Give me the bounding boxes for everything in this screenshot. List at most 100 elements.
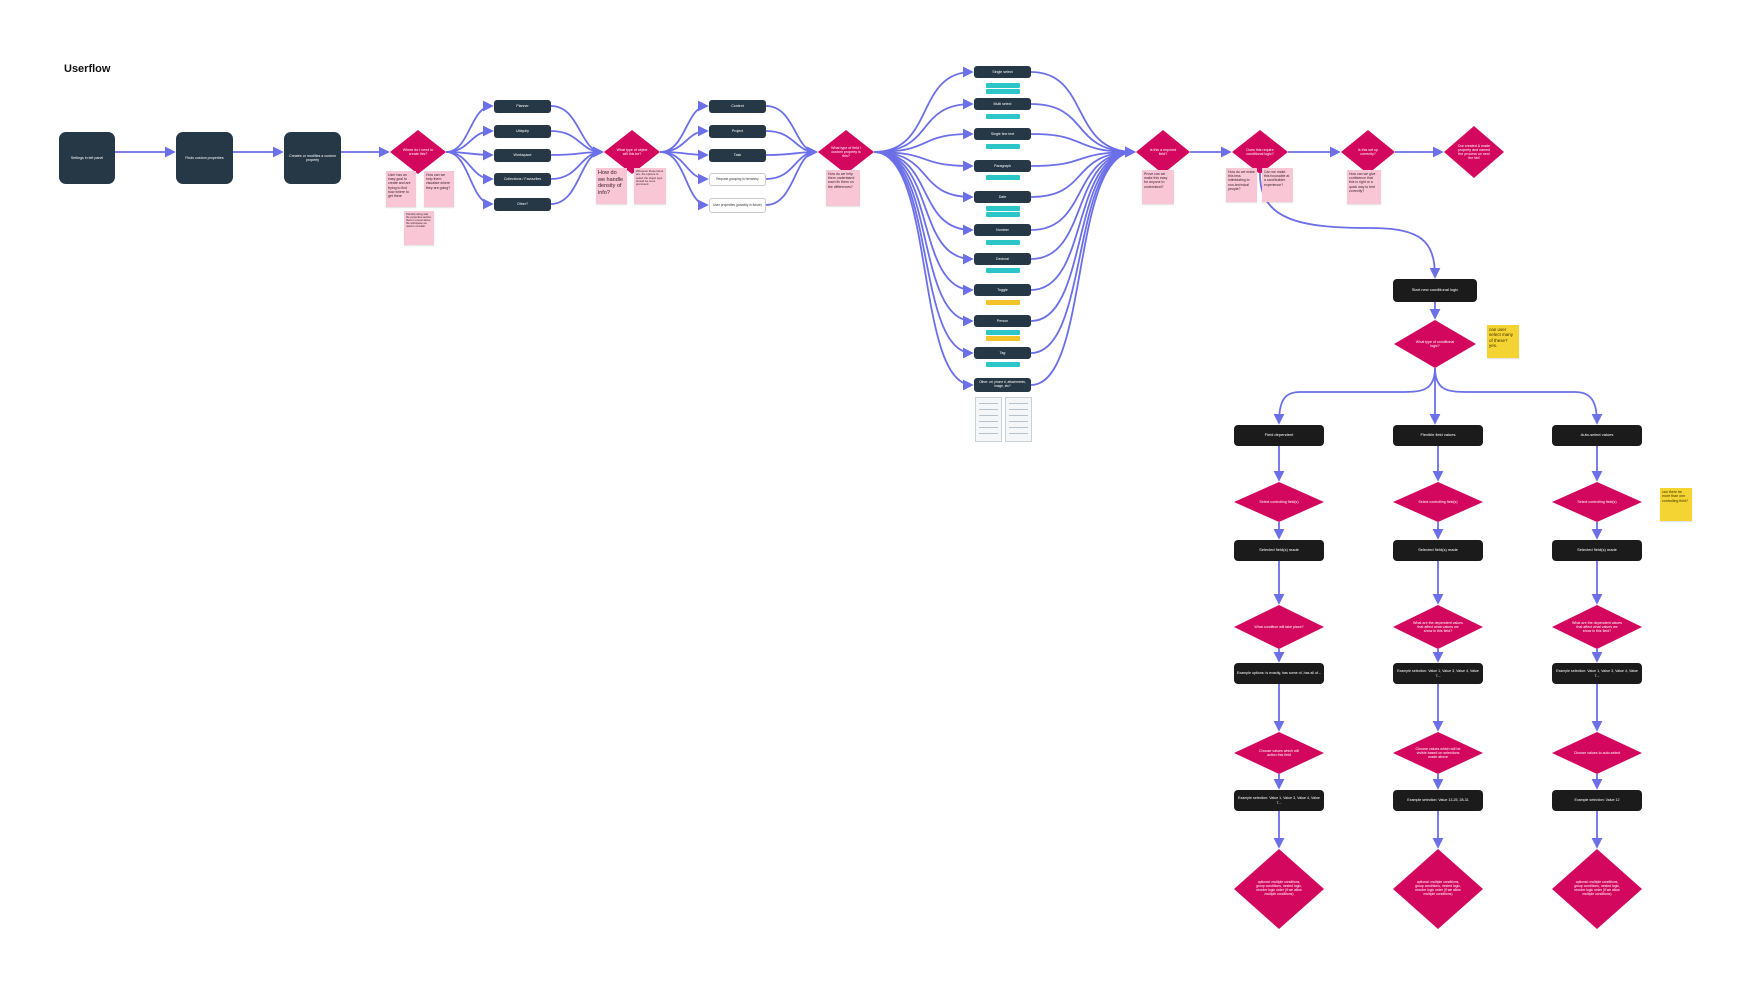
tag-bar bbox=[986, 175, 1020, 180]
connector bbox=[873, 151, 974, 203]
note-1: User has an easy goal to create and are … bbox=[386, 171, 416, 207]
decision-object-type[interactable]: What type of object will this be? bbox=[604, 130, 660, 174]
note-8: How do we make this less intimidating to… bbox=[1226, 168, 1257, 202]
branch-3-ex2[interactable]: Example selection: Value 12 bbox=[1552, 790, 1642, 811]
connector bbox=[1030, 146, 1136, 354]
tag-bar bbox=[986, 114, 1020, 119]
decision-setup[interactable]: Is this set up correctly? bbox=[1341, 130, 1395, 174]
tag-bar bbox=[986, 240, 1020, 245]
branch-3-head[interactable]: Auto-select values bbox=[1552, 425, 1642, 446]
field-single-line[interactable]: Single line text bbox=[974, 128, 1031, 140]
decision-conditional[interactable]: Does this require conditional logic? bbox=[1232, 130, 1288, 174]
connector bbox=[550, 146, 604, 180]
branch-2-d2[interactable]: What are the dependent values that affec… bbox=[1393, 605, 1483, 649]
field-toggle[interactable]: Toggle bbox=[974, 284, 1031, 296]
note-yellow-2: can there be more than one controlling f… bbox=[1660, 488, 1692, 521]
connector bbox=[873, 66, 974, 153]
connector bbox=[873, 151, 974, 172]
connector bbox=[1030, 71, 1136, 158]
connector bbox=[1259, 173, 1441, 279]
branch-1-ex1[interactable]: Example options: is exactly, has some of… bbox=[1234, 663, 1324, 684]
field-person[interactable]: Person bbox=[974, 315, 1031, 327]
object-task[interactable]: Task bbox=[709, 149, 766, 162]
connector bbox=[873, 128, 974, 153]
branch-3-d1[interactable]: Select controlling field(s) bbox=[1552, 482, 1642, 522]
branch-2-ex2[interactable]: Example selection: Value 13-25, 28-31 bbox=[1393, 790, 1483, 811]
connector bbox=[1030, 146, 1136, 167]
tag-bar bbox=[986, 206, 1020, 211]
connector bbox=[445, 125, 494, 153]
object-content[interactable]: Content bbox=[709, 100, 766, 113]
note-9: Can we make this focusable at a card/bui… bbox=[1262, 168, 1293, 202]
level-collections[interactable]: Collections / Favourites bbox=[494, 173, 551, 186]
level-workspace[interactable]: Workspace bbox=[494, 149, 551, 162]
field-other[interactable]: Other: url, phone #, attachments, image,… bbox=[974, 378, 1031, 392]
branch-1-d2[interactable]: What condition will take place? bbox=[1234, 605, 1324, 649]
tag-bar bbox=[986, 330, 1020, 335]
branch-2-d3[interactable]: Choose values which will be visible base… bbox=[1393, 732, 1483, 774]
field-date[interactable]: Date bbox=[974, 191, 1031, 203]
decision-field-type[interactable]: What type of field / custom property is … bbox=[818, 130, 874, 174]
connector bbox=[1030, 146, 1136, 291]
connector bbox=[765, 146, 818, 206]
decision-where[interactable]: Where do I need to create this? bbox=[390, 130, 446, 174]
note-yellow-1: can user select many of these? yes. bbox=[1487, 325, 1519, 358]
connector bbox=[873, 151, 974, 391]
field-number[interactable]: Number bbox=[974, 224, 1031, 236]
tag-bar bbox=[986, 212, 1020, 217]
connector bbox=[873, 151, 974, 327]
note-7: Prove can we make this easy for anyone t… bbox=[1142, 170, 1174, 204]
object-project[interactable]: Project bbox=[709, 125, 766, 138]
screenshot-thumbnail bbox=[975, 397, 1002, 442]
level-ubiquity[interactable]: Ubiquity bbox=[494, 125, 551, 138]
node-creates[interactable]: Creates or modifies a custom property bbox=[284, 132, 341, 184]
field-paragraph[interactable]: Paragraph bbox=[974, 160, 1031, 172]
connector bbox=[873, 151, 974, 359]
connector bbox=[550, 146, 604, 205]
level-other[interactable]: Other? bbox=[494, 198, 551, 211]
node-settings[interactable]: Settings in left panel bbox=[59, 132, 115, 184]
note-3: Possibly along side the properties secti… bbox=[404, 211, 434, 245]
field-decimal[interactable]: Decimal bbox=[974, 253, 1031, 265]
branch-2-ex1[interactable]: Example selection: Value 1, Value 3, Val… bbox=[1393, 663, 1483, 684]
branch-2-d4[interactable]: optional: multiple conditions, group con… bbox=[1393, 849, 1483, 929]
branch-1-d4[interactable]: optional: multiple conditions, group con… bbox=[1234, 849, 1324, 929]
field-single-select[interactable]: Single select bbox=[974, 66, 1031, 78]
connector bbox=[659, 151, 709, 211]
branch-2-d1[interactable]: Select controlling field(s) bbox=[1393, 482, 1483, 522]
connector bbox=[1273, 367, 1436, 425]
branch-1-head[interactable]: Field dependent bbox=[1234, 425, 1324, 446]
connector bbox=[873, 151, 974, 296]
decision-required[interactable]: Is this a required field? bbox=[1136, 130, 1190, 174]
connector bbox=[1030, 146, 1136, 386]
node-finds[interactable]: Finds custom properties bbox=[176, 132, 233, 184]
decision-final[interactable]: Our created & made property and named th… bbox=[1444, 126, 1504, 178]
connector bbox=[873, 151, 974, 265]
object-grouping[interactable]: Request grouping in hierarchy bbox=[709, 173, 766, 186]
branch-1-ex2[interactable]: Example selection: Value 1, Value 3, Val… bbox=[1234, 790, 1324, 811]
branch-1-sel[interactable]: Selected field(s) made bbox=[1234, 540, 1324, 561]
connector bbox=[659, 100, 709, 153]
branch-1-d3[interactable]: Choose values which will action this fie… bbox=[1234, 732, 1324, 774]
connector bbox=[765, 146, 818, 180]
page-title: Userflow bbox=[64, 63, 111, 75]
decision-cond-type[interactable]: What type of conditional logic? bbox=[1394, 320, 1476, 368]
note-5: Wherever these items are, the options to… bbox=[634, 168, 666, 204]
level-planner[interactable]: Planner bbox=[494, 100, 551, 113]
connector bbox=[1030, 146, 1136, 198]
object-user-props[interactable]: User properties (possibly in future) bbox=[709, 198, 766, 213]
field-multi-select[interactable]: Multi select bbox=[974, 98, 1031, 110]
branch-2-sel[interactable]: Selected field(s) made bbox=[1393, 540, 1483, 561]
connector bbox=[1434, 367, 1603, 425]
branch-3-sel[interactable]: Selected field(s) made bbox=[1552, 540, 1642, 561]
note-6: How do we help them understand each fix … bbox=[826, 170, 860, 206]
node-start-conditional[interactable]: Start new conditional logic bbox=[1393, 279, 1477, 302]
branch-1-d1[interactable]: Select controlling field(s) bbox=[1234, 482, 1324, 522]
note-2: How can we help them visualize where the… bbox=[424, 171, 454, 207]
branch-3-d4[interactable]: optional: multiple conditions, group con… bbox=[1552, 849, 1642, 929]
field-tag[interactable]: Tag bbox=[974, 347, 1031, 359]
branch-3-d2[interactable]: What are the dependent values that affec… bbox=[1552, 605, 1642, 649]
branch-3-d3[interactable]: Choose values to auto-select bbox=[1552, 732, 1642, 774]
branch-3-ex1[interactable]: Example selection: Value 1, Value 3, Val… bbox=[1552, 663, 1642, 684]
branch-2-head[interactable]: Flexible field values bbox=[1393, 425, 1483, 446]
